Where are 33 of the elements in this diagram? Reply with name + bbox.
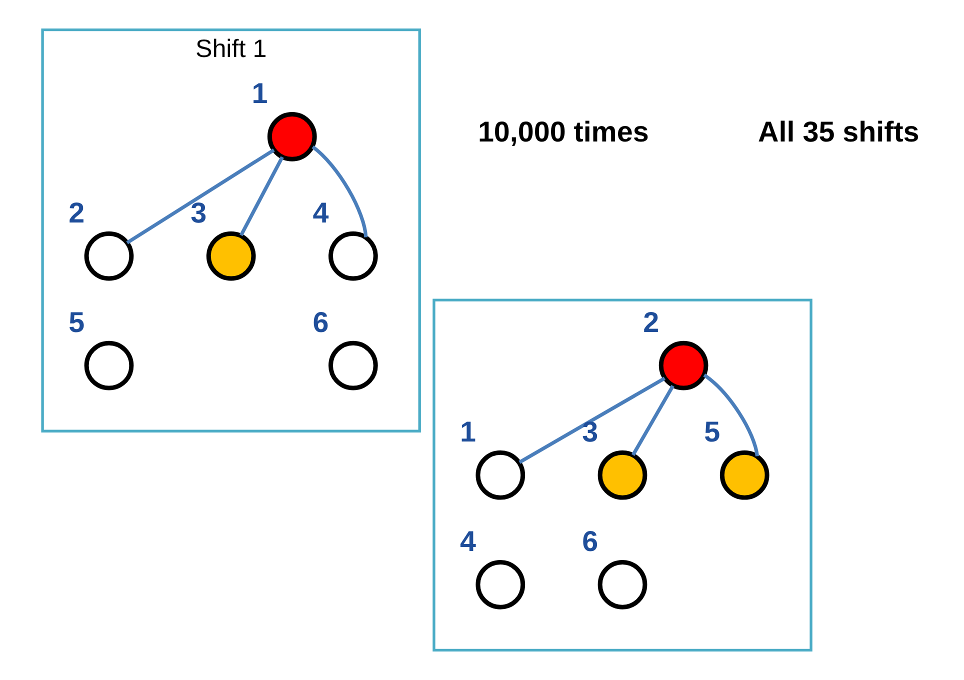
node-circle <box>720 450 770 500</box>
node-label: 4 <box>460 526 476 558</box>
node-label: 1 <box>252 78 268 110</box>
node-circle <box>328 231 378 281</box>
node-label: 5 <box>68 307 85 340</box>
label: 10,000 times <box>478 116 649 149</box>
node-label: 4 <box>312 197 329 230</box>
node-label: 1 <box>460 416 476 449</box>
node-label: 2 <box>643 307 660 340</box>
node-circle <box>328 340 378 390</box>
node-circle <box>206 231 256 281</box>
connector <box>312 145 368 238</box>
node-circle <box>658 340 708 390</box>
node-label: 6 <box>582 526 598 558</box>
node-label: 6 <box>312 307 329 340</box>
label: All 35 shifts <box>758 116 920 149</box>
node-circle <box>476 560 526 610</box>
node-label: 5 <box>704 416 720 449</box>
node-label: 3 <box>190 197 207 230</box>
node-circle <box>84 340 134 390</box>
connector <box>126 148 275 244</box>
node-circle <box>84 231 134 281</box>
node-circle <box>267 112 317 162</box>
connector <box>631 384 674 456</box>
node-label: 3 <box>582 416 598 449</box>
node-circle <box>598 560 648 610</box>
connector <box>239 156 284 236</box>
node-label: 2 <box>68 197 85 230</box>
connector <box>518 376 666 464</box>
connector <box>703 374 759 456</box>
node-circle <box>476 450 526 500</box>
node-circle <box>598 450 648 500</box>
cluster <box>432 298 812 652</box>
